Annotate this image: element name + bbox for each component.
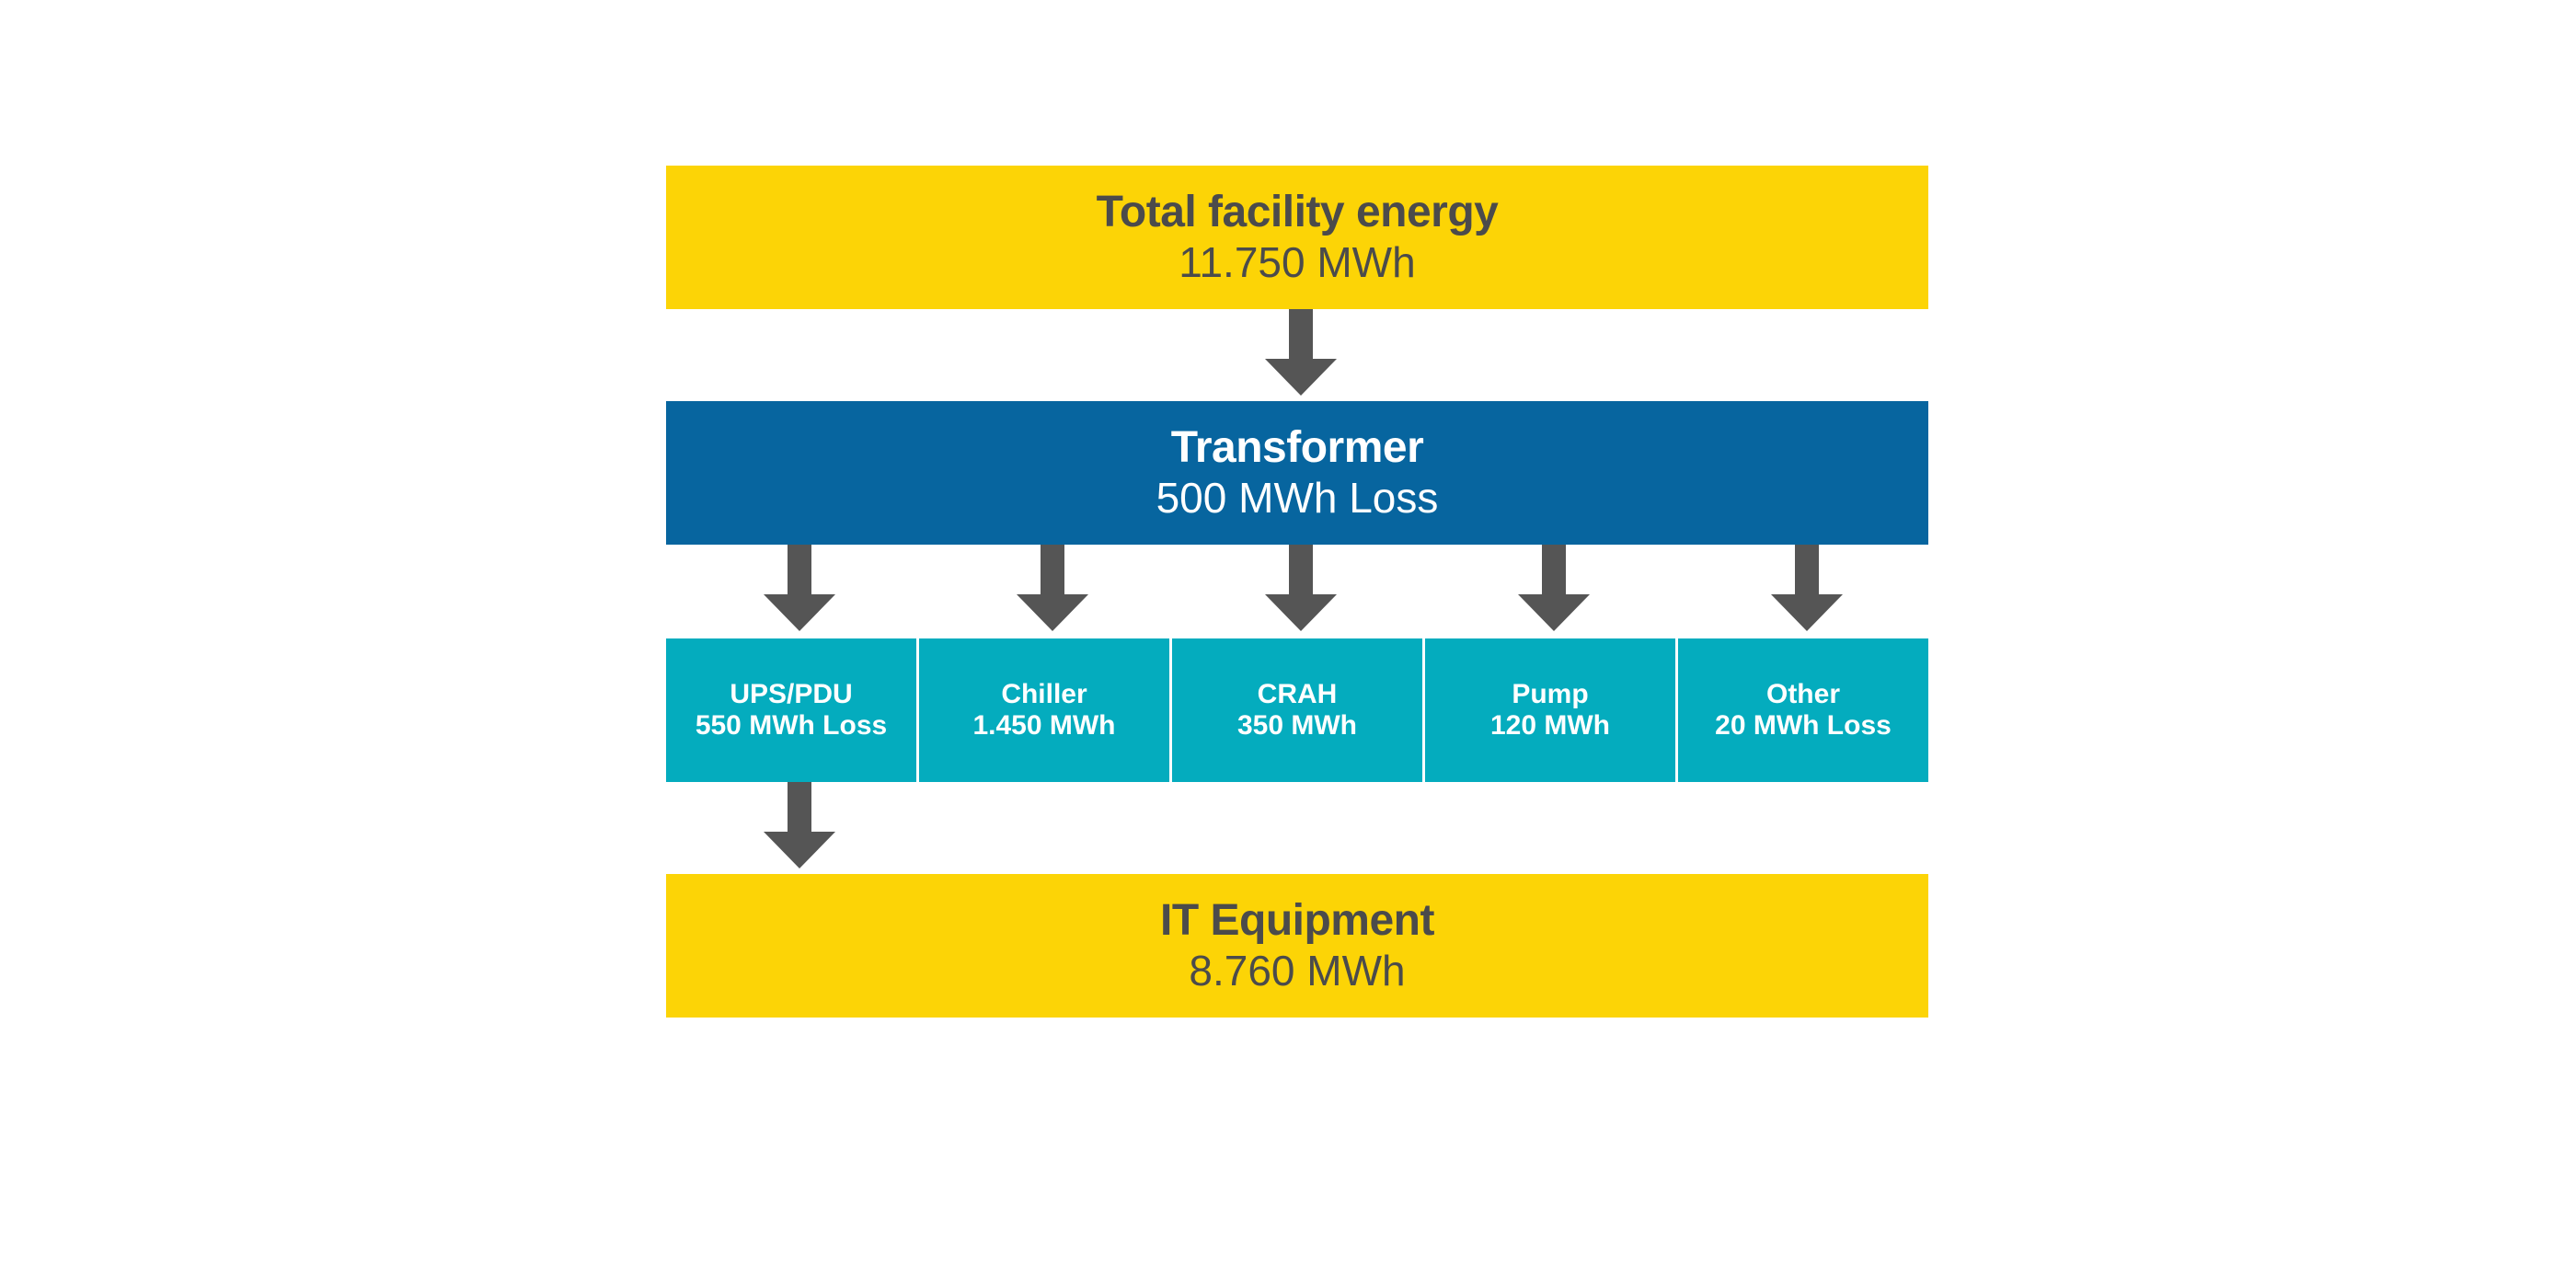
it-equipment-value: 8.760 MWh bbox=[1189, 947, 1406, 995]
other-value: 20 MWh Loss bbox=[1715, 710, 1892, 741]
pump-title: Pump bbox=[1512, 679, 1589, 709]
chiller-title: Chiller bbox=[1001, 679, 1087, 709]
pump-box: Pump 120 MWh bbox=[1425, 638, 1675, 782]
down-arrow-icon bbox=[1771, 545, 1843, 631]
chiller-value: 1.450 MWh bbox=[972, 710, 1116, 741]
down-arrow-icon bbox=[764, 545, 835, 631]
down-arrow-icon bbox=[1518, 545, 1590, 631]
total-facility-energy-value: 11.750 MWh bbox=[1179, 238, 1416, 286]
total-facility-energy-box: Total facility energy 11.750 MWh bbox=[666, 166, 1928, 309]
subsystem-row: UPS/PDU 550 MWh Loss Chiller 1.450 MWh C… bbox=[666, 638, 1928, 782]
transformer-title: Transformer bbox=[1170, 423, 1424, 472]
other-title: Other bbox=[1765, 679, 1840, 709]
down-arrow-icon bbox=[1265, 545, 1337, 631]
it-equipment-title: IT Equipment bbox=[1160, 896, 1434, 945]
crah-box: CRAH 350 MWh bbox=[1172, 638, 1422, 782]
transformer-value: 500 MWh Loss bbox=[1156, 474, 1439, 522]
transformer-box: Transformer 500 MWh Loss bbox=[666, 401, 1928, 545]
down-arrow-icon bbox=[764, 782, 835, 868]
down-arrow-icon bbox=[1017, 545, 1088, 631]
it-equipment-box: IT Equipment 8.760 MWh bbox=[666, 874, 1928, 1018]
other-box: Other 20 MWh Loss bbox=[1678, 638, 1928, 782]
ups-pdu-box: UPS/PDU 550 MWh Loss bbox=[666, 638, 916, 782]
total-facility-energy-title: Total facility energy bbox=[1096, 188, 1499, 236]
ups-pdu-title: UPS/PDU bbox=[730, 679, 853, 709]
crah-value: 350 MWh bbox=[1236, 710, 1358, 741]
down-arrow-icon bbox=[1265, 309, 1337, 396]
chiller-box: Chiller 1.450 MWh bbox=[919, 638, 1169, 782]
pump-value: 120 MWh bbox=[1489, 710, 1611, 741]
ups-pdu-value: 550 MWh Loss bbox=[695, 710, 888, 741]
crah-title: CRAH bbox=[1257, 679, 1338, 709]
